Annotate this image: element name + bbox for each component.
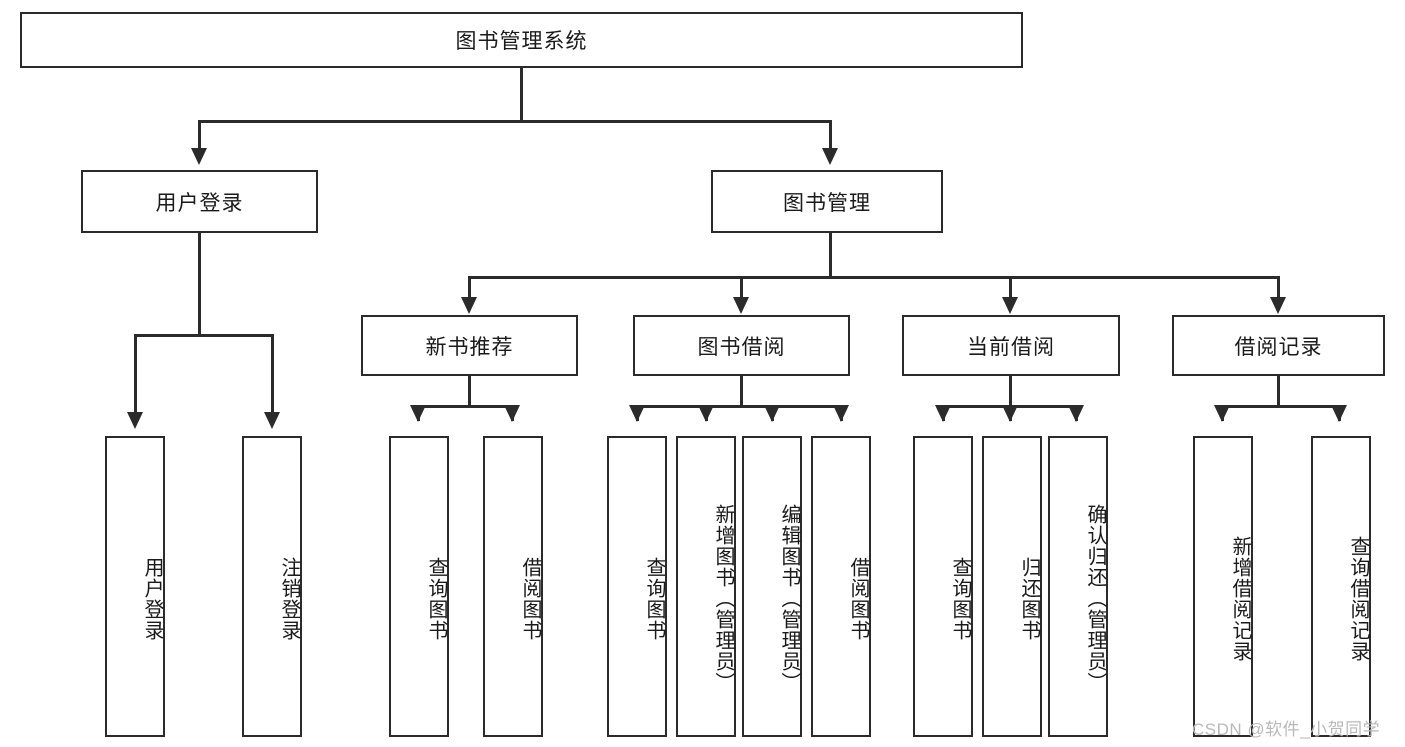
arrow-icon-bm-to-borrow-record [1270,297,1286,314]
arrow-icon-cb-leaf-2 [1002,405,1018,422]
node-label: 查询图书 [425,556,447,641]
arrow-icon-cb-leaf-1 [935,405,951,422]
arrow-icon-nbr-leaf-2 [504,405,520,422]
leaf-cb-return-book[interactable]: 归还图书 [982,436,1042,737]
arrow-icon-br-leaf-2 [1331,405,1347,422]
node-label: 当前借阅 [967,335,1055,359]
node-label: 借阅图书 [847,556,869,641]
watermark-text: CSDN @软件_小贺同学 [1192,720,1381,739]
leaf-cb-query-book[interactable]: 查询图书 [913,436,973,737]
arrow-icon-user-login-leaf-1 [127,412,143,429]
leaf-bb-add-book-admin[interactable]: 新增图书（管理员） [676,436,736,737]
node-book-borrow[interactable]: 图书借阅 [633,315,850,376]
arrow-icon-bb-leaf-3 [764,405,780,422]
node-label: 归还图书 [1018,556,1040,641]
node-new-book-recommend[interactable]: 新书推荐 [361,315,578,376]
arrow-icon-user-login-leaf-2 [264,412,280,429]
arrow-icon-root-to-book-management [822,148,838,165]
arrow-icon-bb-leaf-4 [833,405,849,422]
node-label: 确认归还（管理员） [1084,504,1106,693]
node-label: 编辑图书（管理员） [778,504,800,693]
node-label: 查询图书 [643,556,665,641]
node-user-login[interactable]: 用户登录 [81,170,318,233]
node-book-management-system[interactable]: 图书管理系统 [20,12,1023,68]
edge-book-management-split-bar [468,276,1280,279]
arrow-icon-bb-leaf-1 [629,405,645,422]
node-label: 查询借阅记录 [1347,535,1369,662]
leaf-bb-query-book[interactable]: 查询图书 [607,436,667,737]
edge-root-to-user-login [198,120,201,152]
edge-cb-trunk [1009,376,1012,408]
node-label: 借阅图书 [519,556,541,641]
edge-user-login-leaf-2 [271,334,274,416]
arrow-icon-bm-to-book-borrow [733,297,749,314]
edge-bm-to-current-borrow [1009,276,1012,301]
edge-user-login-trunk [198,233,201,337]
leaf-br-add-record[interactable]: 新增借阅记录 [1193,436,1253,737]
node-label: 查询图书 [949,556,971,641]
leaf-user-login-logout[interactable]: 注销登录 [242,436,302,737]
node-borrow-record[interactable]: 借阅记录 [1172,315,1385,376]
arrow-icon-root-to-user-login [191,148,207,165]
edge-br-split-bar [1221,405,1340,408]
edge-nbr-split-bar [417,405,513,408]
arrow-icon-bb-leaf-2 [698,405,714,422]
edge-root-split-bar [198,120,832,123]
edge-root-trunk [520,68,523,122]
leaf-nbr-borrow-book[interactable]: 借阅图书 [483,436,543,737]
leaf-bb-borrow-book[interactable]: 借阅图书 [811,436,871,737]
edge-bm-to-new-book-recommend [468,276,471,301]
edge-bb-trunk [740,376,743,408]
arrow-icon-br-leaf-1 [1214,405,1230,422]
node-label: 新增图书（管理员） [712,504,734,693]
edge-root-to-book-management [829,120,832,152]
edge-nbr-trunk [468,376,471,408]
node-label: 图书借阅 [697,335,786,359]
edge-bm-to-book-borrow [740,276,743,301]
arrow-icon-bm-to-current-borrow [1002,297,1018,314]
edge-book-management-trunk [829,233,832,279]
edge-bb-split-bar [636,405,843,408]
arrow-icon-cb-leaf-3 [1068,405,1084,422]
leaf-cb-confirm-return-admin[interactable]: 确认归还（管理员） [1048,436,1108,737]
node-label: 注销登录 [278,556,300,641]
edge-user-login-leaf-1 [134,334,137,416]
edge-user-login-split-bar [134,334,274,337]
arrow-icon-nbr-leaf-1 [410,405,426,422]
node-label: 图书管理系统 [455,30,588,53]
node-label: 新书推荐 [425,335,514,359]
arrow-icon-bm-to-new-book-recommend [461,297,477,314]
node-current-borrow[interactable]: 当前借阅 [902,315,1120,376]
node-label: 借阅记录 [1234,335,1323,359]
node-label: 图书管理 [783,191,871,215]
node-label: 用户登录 [155,191,244,215]
node-book-management[interactable]: 图书管理 [711,170,943,233]
edge-bm-to-borrow-record [1277,276,1280,301]
node-label: 用户登录 [141,556,163,641]
leaf-br-query-record[interactable]: 查询借阅记录 [1311,436,1371,737]
leaf-bb-edit-book-admin[interactable]: 编辑图书（管理员） [742,436,802,737]
leaf-nbr-query-book[interactable]: 查询图书 [389,436,449,737]
edge-br-trunk [1277,376,1280,408]
leaf-user-login-login[interactable]: 用户登录 [105,436,165,737]
node-label: 新增借阅记录 [1229,535,1251,662]
